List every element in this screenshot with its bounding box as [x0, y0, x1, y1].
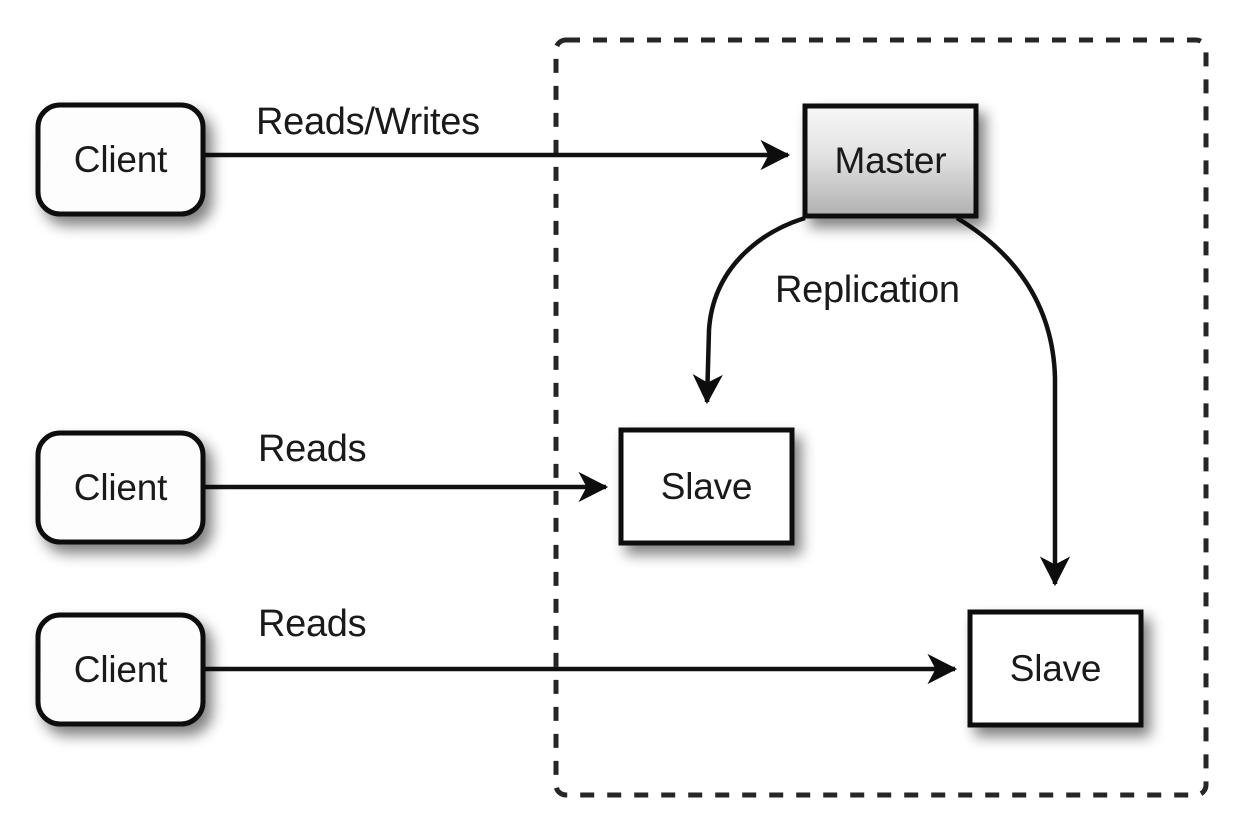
- edge-master-to-slave1: [692, 215, 806, 405]
- node-client-2[interactable]: [35, 430, 206, 545]
- node-master[interactable]: [802, 103, 979, 219]
- node-client-3[interactable]: [35, 612, 206, 727]
- edge-label-replication: Replication: [775, 269, 960, 311]
- node-client-1[interactable]: [35, 102, 206, 217]
- database-cluster-boundary: [553, 37, 1209, 798]
- edge-label-reads-slave-1: Reads: [258, 428, 367, 470]
- edge-master-to-slave2: [955, 216, 1071, 587]
- node-slave-2[interactable]: [967, 609, 1144, 728]
- node-slave-1[interactable]: [618, 427, 795, 546]
- edge-label-reads-slave-2: Reads: [258, 603, 367, 645]
- edge-label-reads-writes: Reads/Writes: [256, 101, 480, 143]
